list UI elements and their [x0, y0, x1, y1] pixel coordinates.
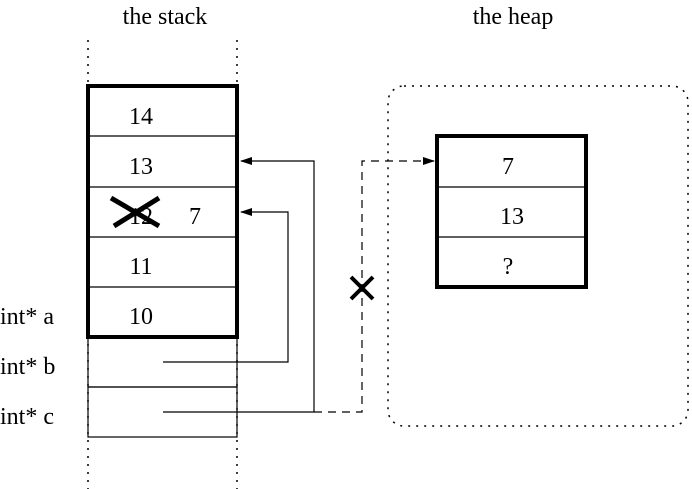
stack-title: the stack — [123, 4, 208, 30]
stack-cell-value: 11 — [129, 254, 152, 280]
cross-out-icon — [109, 195, 161, 229]
heap-region — [387, 85, 689, 427]
pointer-c-arrow — [163, 157, 315, 413]
variable-a-label: int* a — [0, 304, 54, 330]
stack-cell-value: 14 — [129, 104, 153, 130]
stack-overwritten-value: 7 — [189, 204, 201, 230]
pointer-cells — [87, 336, 238, 438]
variable-c-label: int* c — [0, 404, 54, 430]
stack-cell-value: 13 — [129, 154, 153, 180]
heap-block — [435, 134, 588, 289]
heap-cell-value: ? — [503, 254, 514, 280]
heap-cell-value: 7 — [502, 154, 514, 180]
invalid-pointer-x-icon — [349, 275, 375, 301]
heap-title: the heap — [473, 4, 554, 30]
stack-cell-value: 10 — [129, 304, 153, 330]
stack-frame — [86, 84, 239, 339]
heap-cell-value: 13 — [500, 204, 524, 230]
old-heap-pointer-arrow — [314, 157, 435, 413]
variable-b-label: int* b — [0, 354, 55, 380]
pointer-b-arrow — [163, 208, 289, 363]
